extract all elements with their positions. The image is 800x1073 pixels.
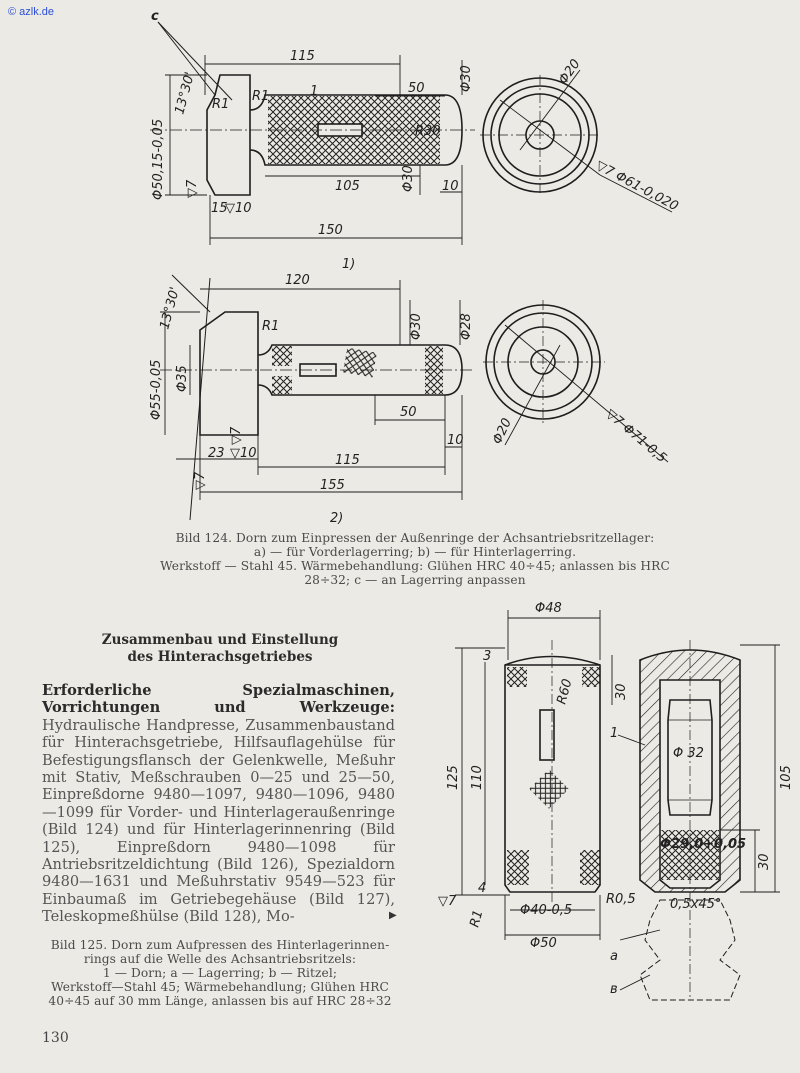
dim-label: Φ55-0,05 xyxy=(149,360,164,420)
dim-label: Φ20 xyxy=(556,57,584,88)
dim-label: Φ28 xyxy=(459,313,474,340)
caption-line: Werkstoff—Stahl 45; Wärmebehandlung; Glü… xyxy=(51,980,389,994)
caption-line: 1 — Dorn; a — Lagerring; b — Ritzel; xyxy=(102,966,338,980)
dim-label: a xyxy=(610,949,618,964)
dim-label: ▽10 xyxy=(230,446,257,461)
dim-label: 13°30' xyxy=(157,285,183,331)
dim-label: Φ30 xyxy=(401,165,416,192)
view-label: 1) xyxy=(342,257,355,272)
dim-label: R1 xyxy=(212,97,229,112)
section-heading: Zusammenbau und Einstellung des Hinterac… xyxy=(60,632,380,666)
dim-label: c xyxy=(151,9,159,24)
dim-label: 1 xyxy=(310,84,318,99)
dim-label: в xyxy=(610,982,618,997)
dim-label: ▽7 Φ61-0,020 xyxy=(593,158,680,214)
view-label: 2) xyxy=(330,511,343,526)
dim-label: ▽7 xyxy=(185,179,200,198)
dim-label: 115 xyxy=(335,453,360,468)
dim-label: 23 xyxy=(208,446,225,461)
dim-label: R0,5 xyxy=(606,892,636,907)
dim-label: R1 xyxy=(262,319,279,334)
body-lead: Erforderliche Spezialmaschinen, Vorricht… xyxy=(42,682,395,717)
dim-label: ▽7 xyxy=(193,471,208,490)
caption-line: rings auf die Welle des Achsantriebsritz… xyxy=(83,952,357,966)
dim-label: ▽7 Φ71-0,5 xyxy=(602,407,669,466)
heading-line: Zusammenbau und Einstellung xyxy=(101,632,339,648)
caption-line: 40÷45 auf 30 mm Länge, anlassen bis auf … xyxy=(48,994,392,1008)
figure-125-drawing xyxy=(455,610,780,1001)
dim-label: 10 xyxy=(447,433,464,448)
dim-label: R60 xyxy=(554,677,575,706)
dim-label: 150 xyxy=(318,223,343,238)
dim-label: 1 xyxy=(610,726,618,741)
dim-label: 3 xyxy=(483,649,491,664)
dim-label: Φ35 xyxy=(175,365,190,392)
figure-124-view-1 xyxy=(150,21,673,245)
caption-line: Werkstoff — Stahl 45. Wärmebehandlung: G… xyxy=(160,559,670,573)
figure-125-caption: Bild 125. Dorn zum Aufpressen des Hinter… xyxy=(40,938,400,1008)
dim-label: 13°30' xyxy=(172,70,198,116)
dim-label: Φ48 xyxy=(535,601,562,616)
caption-line: 28÷32; c — an Lagerring anpassen xyxy=(304,573,526,587)
dim-label: R30 xyxy=(415,124,441,139)
dim-label: R1 xyxy=(252,89,269,104)
figure-124-caption: Bild 124. Dorn zum Einpressen der Außenr… xyxy=(140,531,690,587)
dim-label: Φ29,0+0,05 xyxy=(660,837,746,852)
dim-label: 105 xyxy=(335,179,360,194)
dim-label: Φ 32 xyxy=(673,746,704,761)
figure-124-view-2 xyxy=(160,274,669,521)
dim-label: 30 xyxy=(757,853,772,870)
dim-label: 4 xyxy=(478,881,486,896)
watermark: © azlk.de xyxy=(8,6,55,18)
dim-label: R1 xyxy=(467,908,486,929)
dim-label: 120 xyxy=(285,273,310,288)
body-text: Hydraulische Handpresse, Zusammenbaustan… xyxy=(42,716,395,926)
dim-label: 125 xyxy=(446,765,461,790)
heading-line: des Hinterachsgetriebes xyxy=(127,649,313,665)
dim-label: 10 xyxy=(442,179,459,194)
dim-label: 15 xyxy=(211,201,228,216)
dim-label: 30 xyxy=(614,683,629,700)
dim-label: Φ30 xyxy=(409,313,424,340)
dim-label: ▽10 xyxy=(225,201,252,216)
dim-label: ▽7 xyxy=(229,426,244,445)
dim-label: 115 xyxy=(290,49,315,64)
caption-line: Bild 124. Dorn zum Einpressen der Außenr… xyxy=(175,531,655,545)
continue-marker: ▶ xyxy=(389,910,397,921)
body-paragraph: Erforderliche Spezialmaschinen, Vorricht… xyxy=(42,682,395,926)
dim-label: ▽7 xyxy=(438,894,457,909)
dim-label: 50 xyxy=(408,81,425,96)
dim-label: Φ40-0,5 xyxy=(520,903,572,918)
dim-label: Φ30 xyxy=(459,65,474,92)
dim-label: Φ20 xyxy=(490,416,515,447)
dim-label: 0,5x45° xyxy=(670,897,721,912)
dim-label: 50 xyxy=(400,405,417,420)
caption-line: Bild 125. Dorn zum Aufpressen des Hinter… xyxy=(50,938,390,952)
dim-label: 110 xyxy=(470,765,485,790)
caption-line: a) — für Vorderlagerring; b) — für Hinte… xyxy=(253,545,577,559)
dim-label: Φ50,15-0,05 xyxy=(151,119,166,200)
page-number: 130 xyxy=(42,1030,69,1046)
dim-label: 155 xyxy=(320,478,345,493)
dim-label: Φ50 xyxy=(530,936,557,951)
dim-label: 105 xyxy=(779,765,794,790)
